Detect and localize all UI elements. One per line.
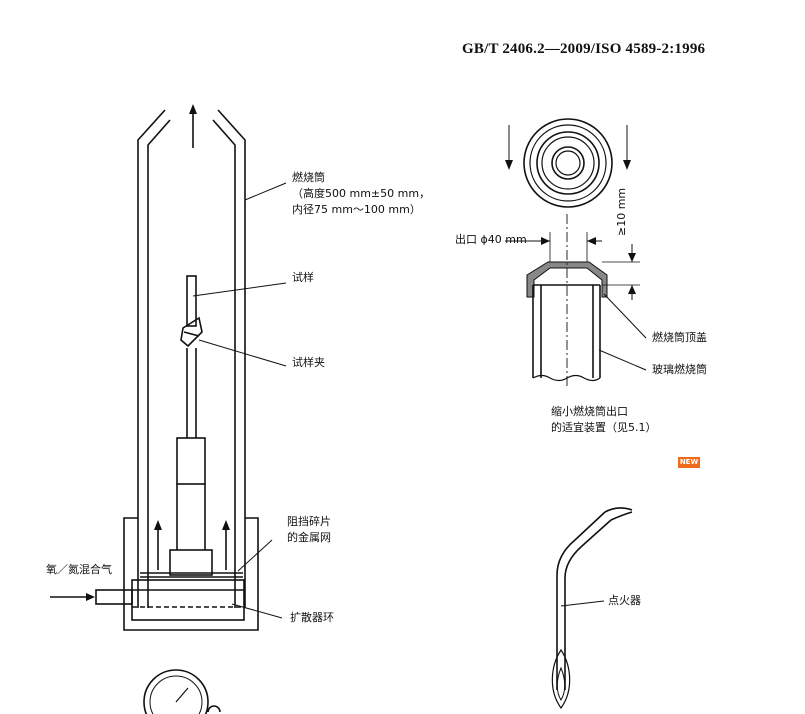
chimney-diameter: 内径75 mm～100 mm）: [292, 203, 421, 216]
restrictor-caption-line2: 的适宜装置（见5.1）: [551, 421, 657, 434]
specimen-holder-label: 试样夹: [292, 356, 325, 369]
igniter-label: 点火器: [608, 594, 641, 607]
specimen-label: 试样: [292, 271, 314, 284]
mesh-label: 阻挡碎片 的金属网: [287, 514, 331, 546]
diffuser-ring-label: 扩散器环: [290, 611, 334, 624]
new-badge[interactable]: NEW: [678, 457, 700, 468]
pressure-gauge: [143, 669, 221, 714]
chimney-height: （高度500 mm±50 mm，: [292, 187, 431, 200]
restrictor-caption: 缩小燃烧筒出口 的适宜装置（见5.1）: [551, 404, 657, 436]
leader-lines-main: [192, 182, 287, 619]
mesh-label-line2: 的金属网: [287, 531, 331, 544]
cap-top-view: [505, 118, 631, 208]
base-enclosure: [50, 517, 259, 631]
chimney-title: 燃烧筒: [292, 171, 325, 184]
igniter-drawing: [551, 507, 633, 710]
dimension-10mm: ≥10 mm: [615, 187, 628, 236]
chimney-cap-label: 燃烧筒顶盖: [652, 331, 707, 344]
restrictor-caption-line1: 缩小燃烧筒出口: [551, 405, 628, 418]
specimen-assembly: [169, 275, 213, 576]
outlet-label: 出口 ϕ40 mm: [455, 233, 527, 246]
cap-section-view: [505, 214, 647, 386]
chimney-label: 燃烧筒 （高度500 mm±50 mm， 内径75 mm～100 mm）: [292, 170, 430, 218]
standard-number: GB/T 2406.2—2009/ISO 4589-2:1996: [462, 41, 706, 57]
gas-mixture-label: 氧／氮混合气: [46, 563, 112, 576]
glass-chimney-label: 玻璃燃烧筒: [652, 363, 707, 376]
chimney-drawing: [137, 104, 246, 608]
mesh-label-line1: 阻挡碎片: [287, 515, 331, 528]
